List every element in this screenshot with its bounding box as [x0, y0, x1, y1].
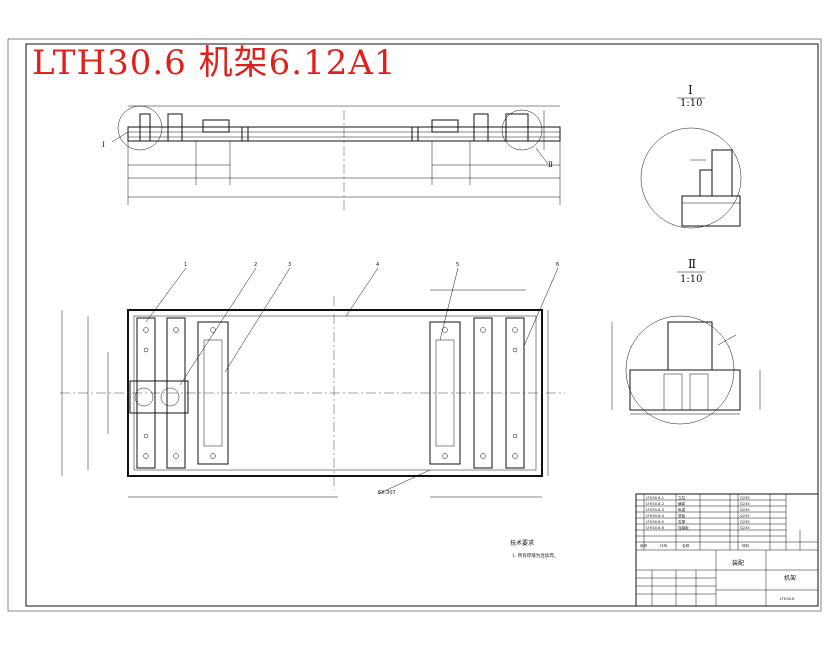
- callout-5: 5: [456, 262, 459, 268]
- svg-text:Q235: Q235: [740, 520, 750, 524]
- svg-text:横梁: 横梁: [678, 501, 686, 506]
- svg-text:Q235: Q235: [740, 496, 750, 500]
- plan-view: 1 2 3 4 5 6 6X-307: [60, 262, 565, 498]
- front-elevation-view: Ⅰ Ⅱ: [102, 105, 561, 212]
- callout-2: 2: [254, 262, 257, 268]
- title-block-company: 装配: [732, 559, 744, 567]
- svg-text:底板: 底板: [678, 513, 686, 518]
- title-block-drawing-no: LTH30.6: [780, 597, 795, 601]
- svg-text:Q235: Q235: [740, 508, 750, 512]
- svg-text:名称: 名称: [682, 543, 690, 548]
- title-block: LTH30.6-1 立柱 Q235 LTH30.6-2 横梁 Q235 LTH30.6-…: [635, 493, 819, 607]
- callout-3: 3: [288, 262, 291, 268]
- svg-text:LTH30.6-6: LTH30.6-6: [646, 526, 665, 530]
- view-marker-2: Ⅱ: [548, 161, 553, 169]
- svg-text:序号: 序号: [640, 543, 648, 548]
- svg-text:LTH30.6-3: LTH30.6-3: [646, 508, 664, 512]
- svg-text:支撑: 支撑: [678, 519, 686, 524]
- svg-text:LTH30.6-1: LTH30.6-1: [646, 496, 664, 500]
- svg-text:LTH30.6-4: LTH30.6-4: [646, 514, 665, 518]
- detail-2-scale: 1:10: [680, 274, 702, 285]
- svg-text:连接板: 连接板: [678, 525, 689, 530]
- svg-text:材料: 材料: [742, 543, 750, 548]
- callout-1: 1: [184, 262, 187, 268]
- detail-1-scale: 1:10: [680, 98, 702, 109]
- tech-requirements-line1: 1. 所有焊缝为连续焊。: [512, 552, 558, 559]
- weld-note: 6X-307: [378, 490, 396, 496]
- view-marker-1: Ⅰ: [102, 141, 105, 149]
- technical-requirements: 技术要求 1. 所有焊缝为连续焊。: [510, 539, 558, 559]
- outer-border: [7, 38, 822, 612]
- svg-text:Q235: Q235: [740, 526, 750, 530]
- detail-view-2: Ⅱ 1:10: [611, 257, 761, 425]
- svg-text:纵梁: 纵梁: [678, 507, 686, 512]
- detail-2-label: Ⅱ: [688, 257, 696, 271]
- svg-text:代号: 代号: [660, 543, 668, 548]
- svg-text:立柱: 立柱: [678, 495, 686, 500]
- svg-text:Q235: Q235: [740, 502, 750, 506]
- svg-text:Q235: Q235: [740, 514, 750, 518]
- callout-4: 4: [376, 262, 379, 268]
- detail-1-label: Ⅰ: [688, 83, 693, 97]
- svg-text:LTH30.6-5: LTH30.6-5: [646, 520, 664, 524]
- callout-6: 6: [556, 262, 559, 268]
- inner-border: [25, 43, 819, 607]
- tech-requirements-heading: 技术要求: [510, 539, 534, 547]
- svg-text:LTH30.6-2: LTH30.6-2: [646, 502, 664, 506]
- title-block-part-name: 机架: [784, 574, 796, 582]
- drawing-title: LTH30.6 机架6.12A1: [32, 43, 397, 83]
- detail-view-1: Ⅰ 1:10: [640, 83, 742, 229]
